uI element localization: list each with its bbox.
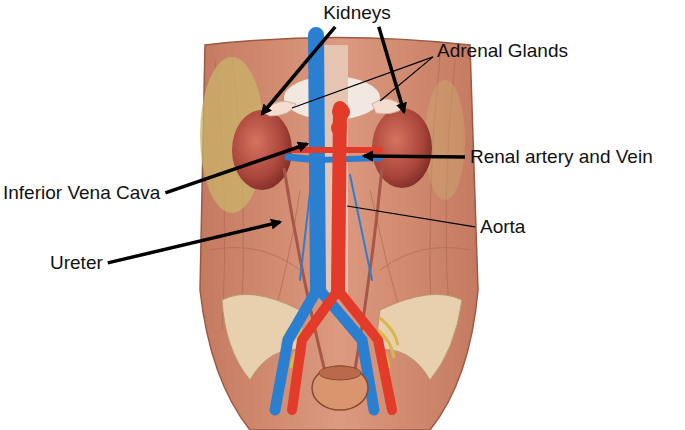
leader-line <box>165 144 307 193</box>
leader-line <box>364 154 465 158</box>
kidney <box>232 110 292 190</box>
pelvis <box>222 294 462 380</box>
bladder <box>312 366 368 410</box>
part-label: Inferior Vena Cava <box>3 182 160 204</box>
part-label: Ureter <box>50 252 103 274</box>
leader-line <box>380 57 433 101</box>
artery-branch <box>332 103 350 121</box>
veins <box>275 35 380 410</box>
part-label: Renal artery and Vein <box>470 146 653 168</box>
leader-line <box>292 57 433 108</box>
bladder-rim <box>319 366 361 380</box>
torso <box>200 38 478 430</box>
leader-line <box>262 27 335 114</box>
leader-line <box>347 206 475 227</box>
part-label: Kidneys <box>323 2 391 24</box>
arteries <box>292 108 392 410</box>
artery-branch <box>331 120 347 136</box>
part-label: Aorta <box>480 216 525 238</box>
leader-line <box>108 222 280 263</box>
part-label: Adrenal Glands <box>437 40 568 62</box>
